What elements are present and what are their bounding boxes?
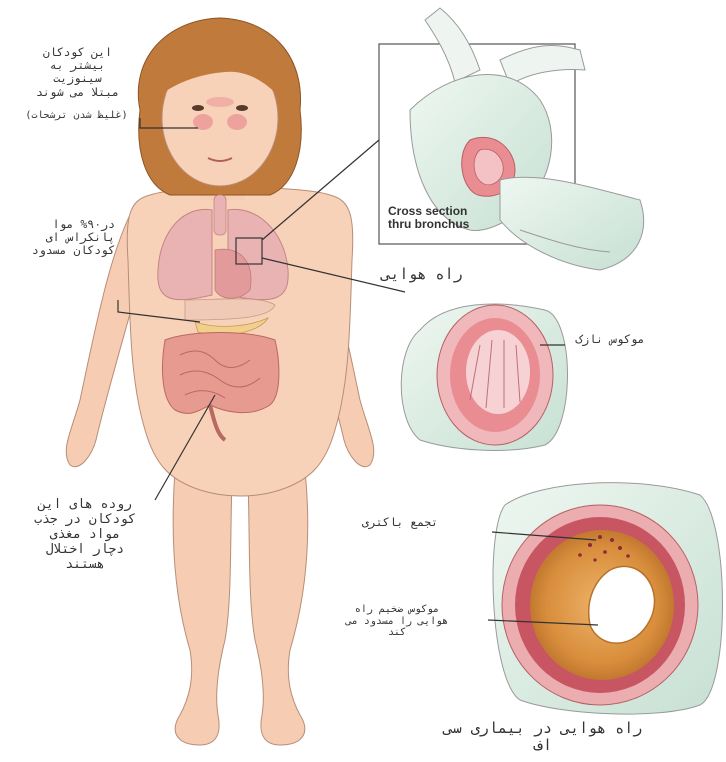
normal-airway	[401, 304, 567, 450]
label-airway: راه هوایی	[372, 266, 472, 283]
label-thin-mucus: موکوس نازک	[565, 333, 655, 346]
label-sinus-note: (غلیظ شدن ترشحات)	[4, 110, 149, 122]
label-thick-mucus: موکوس ضخیم راه هوایی را مسدود می کند	[322, 604, 472, 639]
label-bacteria: تجمع باکتری	[340, 516, 460, 529]
label-intestine: روده های این کودکان در جذب مواد مغذی دچا…	[0, 498, 170, 573]
caption-cross-section: Cross section thru bronchus	[388, 205, 488, 231]
label-pancreas: در۹۰% موا پانکراس ای کودکان مسدود	[0, 218, 115, 258]
cf-airway	[493, 483, 723, 714]
label-cf-airway: راه هوایی در بیماری سی اف	[378, 720, 708, 755]
label-sinusitis: این کودکان بیشتر به سینوزیت مبتلا می شون…	[10, 46, 145, 99]
